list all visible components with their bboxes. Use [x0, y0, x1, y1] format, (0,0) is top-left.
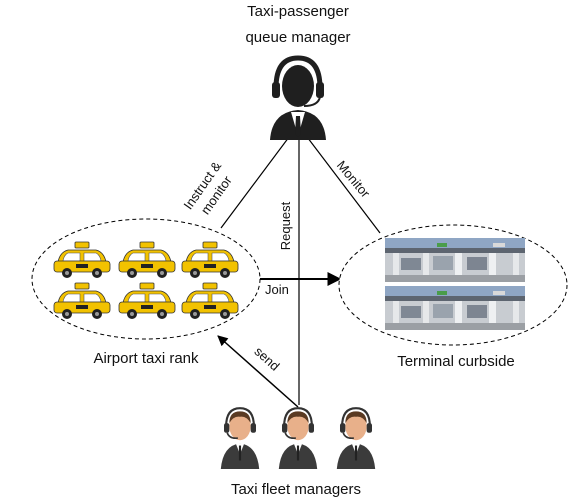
fleet-managers-group: [219, 407, 377, 469]
terminal-curbside-label: Terminal curbside: [397, 353, 515, 370]
taxi-rank-ellipse: [31, 218, 261, 340]
request-label: Request: [278, 201, 293, 250]
fleet-manager-icon: [219, 407, 261, 469]
title-line2: queue manager: [245, 29, 350, 46]
terminal-photo: [385, 238, 525, 282]
fleet-manager-icon: [335, 407, 377, 469]
instruct-monitor-label-group: Instruct & monitor: [180, 158, 235, 217]
headset-operator-icon: [270, 55, 326, 140]
fleet-manager-icon: [277, 407, 319, 469]
terminal-photo: [385, 286, 525, 330]
monitor-edge: [297, 124, 381, 234]
join-label: Join: [265, 282, 289, 297]
instruct-monitor-edge: [220, 124, 299, 229]
taxi-rank-label: Airport taxi rank: [93, 350, 199, 367]
send-arrow: [217, 335, 299, 408]
fleet-managers-label: Taxi fleet managers: [231, 481, 361, 498]
title-line1: Taxi-passenger: [247, 3, 349, 20]
